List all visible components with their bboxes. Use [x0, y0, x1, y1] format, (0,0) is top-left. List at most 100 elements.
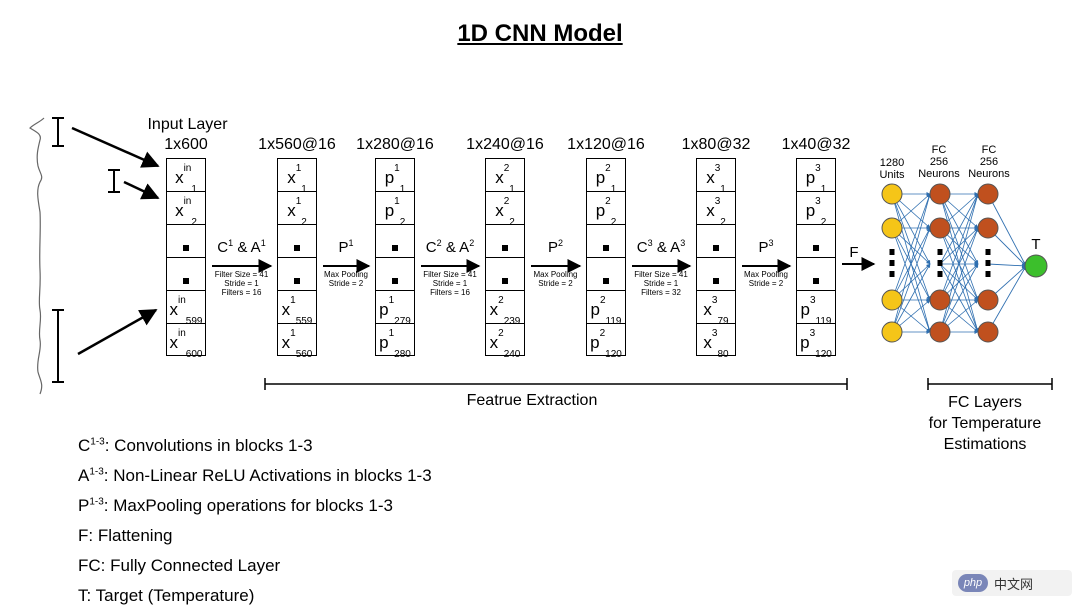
fc1-neuron [929, 217, 951, 239]
layer-cell [486, 258, 524, 291]
input-neuron [881, 289, 903, 311]
layer-dims-label: 1x40@32 [781, 136, 851, 153]
input-signal [29, 117, 45, 395]
cell-superscript: 3 [711, 295, 718, 307]
ellipsis-dot [713, 278, 719, 284]
neuron-ellipsis [937, 249, 943, 255]
cell-superscript: 2 [605, 196, 611, 208]
legend-superscript: 1-3 [89, 496, 104, 508]
cell-symbol: x380 [703, 328, 729, 361]
ellipsis-dot [294, 245, 300, 251]
cell-symbol: p1280 [379, 328, 411, 361]
param-line: Max Pooling [533, 270, 578, 279]
operation-label: P3 [726, 238, 806, 256]
input-arrow [123, 180, 160, 200]
feature-extraction-label: Featrue Extraction [466, 392, 598, 409]
layer-cell: xin599 [167, 291, 205, 327]
legend-text: : MaxPooling operations for blocks 1-3 [103, 496, 393, 515]
input-neuron [881, 183, 903, 205]
layer-cell [376, 258, 414, 291]
input-arrow [77, 308, 158, 356]
legend-text: : Target (Temperature) [86, 586, 255, 605]
cell-subscript: 79 [717, 316, 729, 328]
cell-superscript: 1 [388, 295, 395, 307]
cell-superscript: in [183, 163, 192, 175]
layer-cell [697, 225, 735, 258]
op-superscript: 3 [647, 238, 653, 248]
param-line: Stride = 2 [538, 279, 573, 288]
input-layer-label: Input Layer [147, 116, 228, 133]
fc1-neuron [929, 183, 951, 205]
neuron-ellipsis [889, 249, 895, 255]
cell-symbol: x21 [495, 163, 515, 196]
label-line: 256 [979, 156, 999, 168]
fc-edge [891, 193, 931, 333]
cell-symbol: xin2 [175, 196, 197, 229]
cell-superscript: 3 [711, 328, 718, 340]
fc-edge [891, 227, 931, 333]
layer-cell: x380 [697, 324, 735, 361]
cell-subscript: 120 [815, 349, 832, 361]
legend-symbol: T [78, 586, 87, 605]
op-superscript: 3 [680, 238, 686, 248]
output-neuron [1024, 254, 1048, 278]
cell-superscript: 3 [714, 196, 721, 208]
neuron-ellipsis [889, 260, 895, 266]
label-line: Neurons [968, 168, 1010, 180]
op-superscript: 1 [228, 238, 234, 248]
layer-cell: xin1 [167, 159, 205, 196]
layer-cell [278, 258, 316, 291]
param-line: Filters = 16 [221, 288, 262, 297]
cell-symbol: p3119 [800, 295, 832, 328]
fc-edge [891, 193, 931, 301]
neuron-ellipsis [985, 271, 991, 277]
cell-subscript: 279 [394, 316, 411, 328]
input-layer-dims: 1x600 [164, 136, 208, 153]
param-line: Stride = 1 [432, 279, 468, 288]
input-neuron [881, 321, 903, 343]
param-line: Filters = 32 [641, 288, 681, 297]
legend-symbol: A [78, 466, 90, 485]
label-line: Estimations [943, 436, 1027, 453]
cell-subscript: 80 [717, 349, 729, 361]
fc-edge [891, 193, 931, 265]
legend-symbol: C [78, 436, 91, 455]
cell-symbol: p3120 [800, 328, 832, 361]
cell-superscript: 3 [809, 295, 816, 307]
cell-superscript: 2 [498, 295, 504, 307]
fc1-neuron [929, 321, 951, 343]
op-symbol: & A [441, 239, 470, 256]
param-line: Filter Size = 41 [423, 270, 477, 279]
fc-edge [939, 263, 979, 333]
cell-subscript: 560 [295, 349, 313, 361]
cell-subscript: 119 [815, 316, 832, 328]
legend-symbol: F [78, 526, 89, 545]
output-label: T [1031, 236, 1041, 253]
label-line: FC [981, 144, 997, 156]
cell-symbol: x22 [495, 196, 515, 229]
layer-cell: x1559 [278, 291, 316, 328]
layer-cell [376, 225, 414, 258]
legend-item: FC: Fully Connected Layer [78, 556, 280, 576]
cell-subscript: 2 [820, 217, 827, 229]
neuron-ellipsis [985, 260, 991, 266]
op-superscript: 2 [436, 238, 442, 248]
operation-label: C3 & A3 [621, 238, 701, 256]
watermark: php 中文网 [952, 570, 1072, 596]
cell-subscript: 2 [610, 217, 617, 229]
cell-subscript: 559 [295, 316, 313, 328]
op-superscript: 3 [768, 238, 774, 248]
ellipsis-dot [392, 245, 398, 251]
param-line: Max Pooling [743, 270, 789, 279]
cell-symbol: xin1 [175, 163, 197, 196]
ellipsis-dot [392, 278, 398, 284]
diagram-title: 1D CNN Model [457, 20, 623, 47]
legend-text: : Fully Connected Layer [100, 556, 281, 575]
input-arrow [71, 126, 160, 168]
label-line: Neurons [918, 168, 960, 180]
